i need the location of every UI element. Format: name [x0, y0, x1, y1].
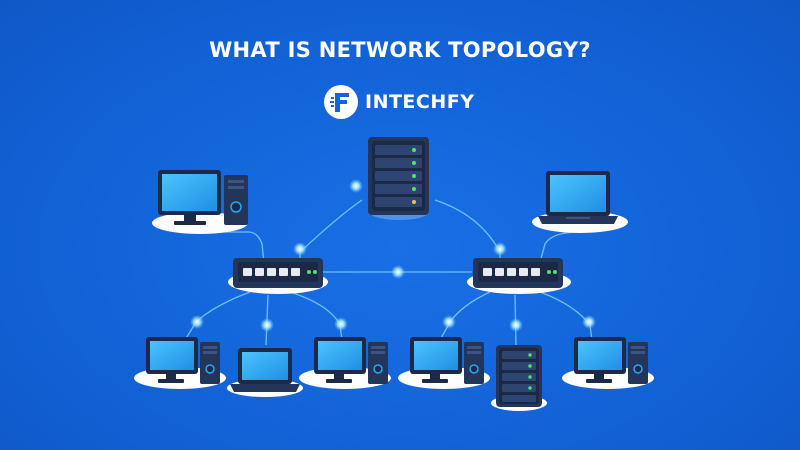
laptop-icon: [230, 348, 300, 392]
link-desktop-switch-left: [205, 231, 265, 263]
desktop-computer-icon: [410, 337, 484, 384]
node-glow: [260, 318, 274, 332]
link-laptop-switch-right: [539, 231, 581, 263]
link-switch-left-desktop-3: [289, 291, 343, 341]
server-icon: [368, 137, 429, 215]
node-glow: [349, 179, 363, 193]
desktop-computer-icon: [158, 170, 248, 225]
glow-nodes: [190, 179, 596, 332]
node-glow: [493, 242, 507, 256]
node-glow: [442, 315, 456, 329]
desktop-computer-icon: [146, 337, 220, 384]
page-title: WHAT IS NETWORK TOPOLOGY?: [209, 38, 591, 62]
server-icon: [496, 345, 542, 407]
network-switch-icon: [233, 258, 323, 288]
link-server-switch-right: [434, 199, 501, 262]
node-glow: [391, 265, 405, 279]
brand-logo: INTECHFY: [323, 84, 475, 120]
desktop-computer-icon: [574, 337, 648, 384]
brand-name: INTECHFY: [365, 91, 475, 113]
node-glow: [334, 317, 348, 331]
intechfy-logo-icon: [324, 85, 358, 119]
node-glow: [509, 318, 523, 332]
laptop-icon: [538, 171, 618, 224]
link-switch-right-desktop-6: [539, 291, 593, 341]
node-glow: [190, 315, 204, 329]
link-server-switch-left: [299, 199, 363, 262]
node-glow: [293, 242, 307, 256]
node-glow: [582, 315, 596, 329]
desktop-computer-icon: [314, 337, 388, 384]
network-switch-icon: [473, 258, 563, 288]
